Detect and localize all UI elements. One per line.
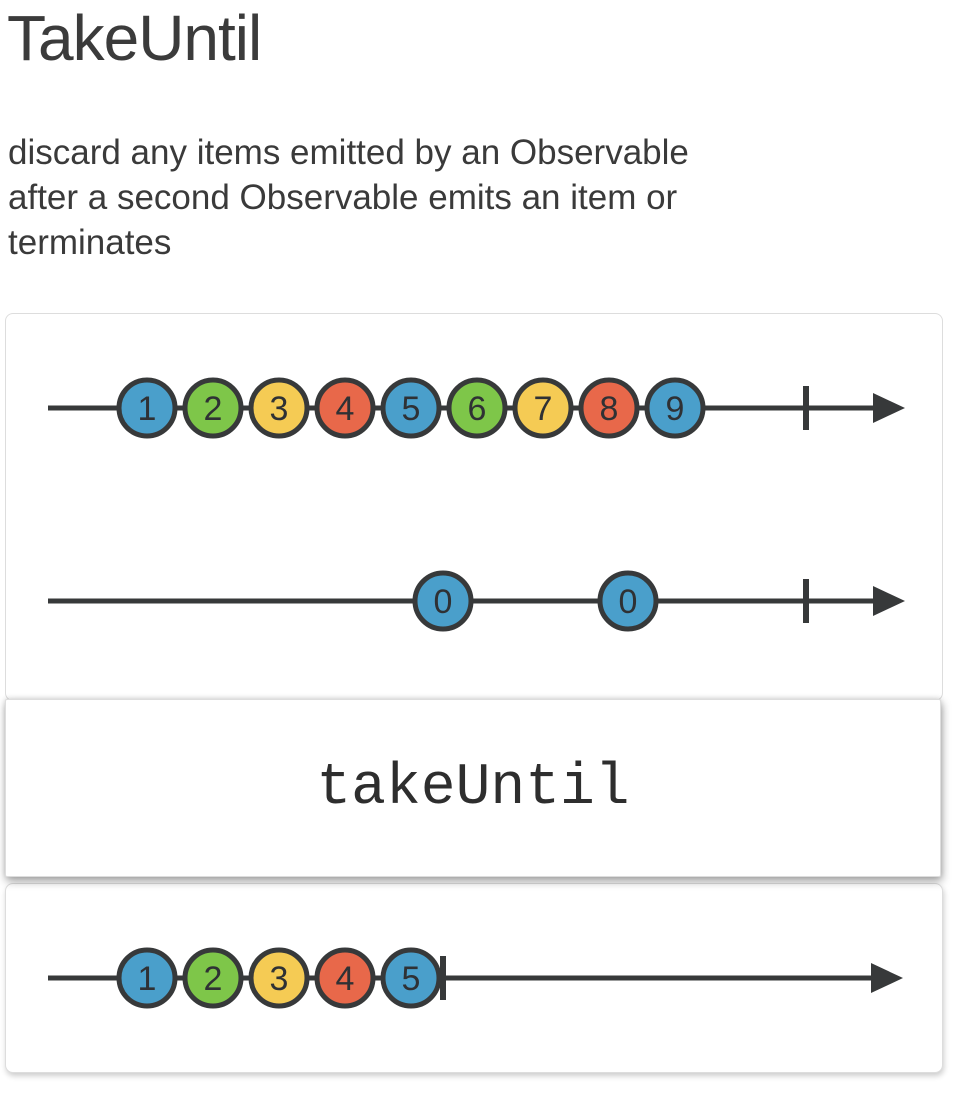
source-timeline-marble: 3 xyxy=(248,377,310,439)
description-line: discard any items emitted by an Observab… xyxy=(8,133,689,172)
output-timeline-marble: 5 xyxy=(380,947,442,1009)
marble-value: 0 xyxy=(619,583,638,621)
output-timeline-canvas: 1 2 3 4 5 xyxy=(48,947,903,1009)
source-timeline-marble: 6 xyxy=(446,377,508,439)
source-timeline-marble: 8 xyxy=(578,377,640,439)
operator-label: takeUntil xyxy=(316,755,630,821)
operator-doc-page: TakeUntil discard any items emitted by a… xyxy=(0,6,972,1077)
marble-value: 4 xyxy=(336,390,355,428)
output-timeline-marble: 4 xyxy=(314,947,376,1009)
marble-value: 7 xyxy=(534,390,553,428)
marble-diagram: 1 2 3 4 5 6 7 8 9 0 0 takeUntil 1 2 3 4 5 xyxy=(0,313,972,1077)
marble-value: 2 xyxy=(204,960,223,998)
marble-value: 9 xyxy=(666,390,685,428)
arrowhead-icon xyxy=(873,393,905,423)
description-line: terminates xyxy=(8,223,172,262)
marble-circle xyxy=(644,377,706,439)
marble-circle xyxy=(446,377,508,439)
marble-value: 3 xyxy=(270,960,289,998)
operator-box: takeUntil xyxy=(5,699,941,877)
source-timeline-marble: 9 xyxy=(644,377,706,439)
marble-value: 4 xyxy=(336,960,355,998)
marble-circle xyxy=(578,377,640,439)
marble-value: 6 xyxy=(468,390,487,428)
marble-circle xyxy=(380,377,442,439)
marble-circle xyxy=(597,570,659,632)
source-timeline-marble: 4 xyxy=(314,377,376,439)
marble-circle xyxy=(314,947,376,1009)
marble-circle xyxy=(412,570,474,632)
marble-circle xyxy=(182,377,244,439)
marble-circle xyxy=(248,377,310,439)
source-timeline-marble: 7 xyxy=(512,377,574,439)
marble-circle xyxy=(314,377,376,439)
marble-value: 5 xyxy=(402,960,421,998)
marble-circle xyxy=(116,947,178,1009)
trigger-timeline-marble: 0 xyxy=(597,570,659,632)
marble-value: 1 xyxy=(138,390,157,428)
source-timelines-canvas: 1 2 3 4 5 6 7 8 9 0 0 xyxy=(48,377,905,632)
description-line: after a second Observable emits an item … xyxy=(8,178,678,217)
marble-value: 3 xyxy=(270,390,289,428)
marble-value: 2 xyxy=(204,390,223,428)
trigger-timeline-marble: 0 xyxy=(412,570,474,632)
marble-circle xyxy=(182,947,244,1009)
arrowhead-icon xyxy=(873,586,905,616)
arrowhead-icon xyxy=(871,963,903,993)
source-timeline-marble: 1 xyxy=(116,377,178,439)
marble-circle xyxy=(116,377,178,439)
output-timeline-marble: 2 xyxy=(182,947,244,1009)
output-timeline-marble: 1 xyxy=(116,947,178,1009)
marble-value: 5 xyxy=(402,390,421,428)
marble-value: 1 xyxy=(138,960,157,998)
source-timeline-marble: 2 xyxy=(182,377,244,439)
marble-value: 8 xyxy=(600,390,619,428)
marble-circle xyxy=(248,947,310,1009)
marble-circle xyxy=(512,377,574,439)
output-timeline-marble: 3 xyxy=(248,947,310,1009)
source-timeline-marble: 5 xyxy=(380,377,442,439)
marble-circle xyxy=(380,947,442,1009)
page-title: TakeUntil xyxy=(7,2,262,74)
operator-description: discard any items emitted by an Observab… xyxy=(8,130,972,265)
marble-value: 0 xyxy=(434,583,453,621)
